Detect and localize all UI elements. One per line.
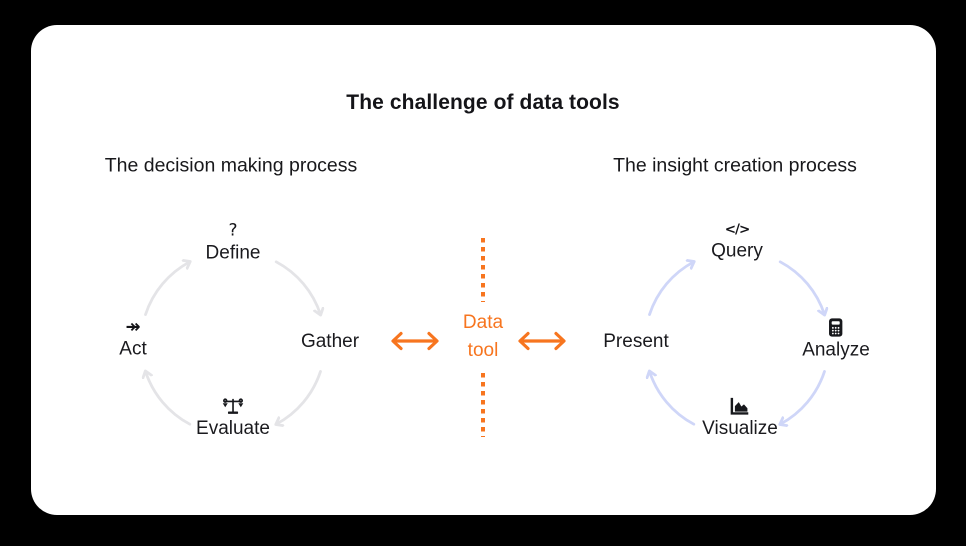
node-evaluate-label: Evaluate: [196, 418, 270, 439]
node-visualize: Visualize: [702, 397, 778, 441]
data-tool-line2: tool: [467, 340, 499, 361]
arrow-gather-to-evaluate: [276, 370, 322, 424]
arrow-evaluate-to-act: [146, 371, 192, 426]
arrow-act-to-define: [144, 262, 190, 316]
node-analyze: Analyze: [802, 318, 870, 363]
calculator-icon: [829, 318, 843, 337]
node-visualize-label: Visualize: [702, 418, 778, 439]
code-icon: </>: [724, 221, 751, 238]
node-gather: Gather: [301, 330, 359, 354]
page-title: The challenge of data tools: [346, 91, 620, 114]
double-arrow-icon: ↠: [125, 316, 141, 338]
node-analyze-label: Analyze: [802, 339, 870, 361]
arrow-define-to-gather: [274, 260, 320, 315]
arrow-visualize-to-present: [650, 371, 696, 426]
node-evaluate: Evaluate: [196, 397, 270, 441]
data-tool-label: Data tool: [448, 309, 518, 365]
node-act: ↠ Act: [119, 316, 147, 362]
node-gather-label: Gather: [300, 331, 360, 352]
dashed-divider-bottom: [481, 373, 485, 437]
scales-icon: [222, 398, 244, 414]
decision-cycle-arrows: [83, 213, 383, 473]
chart-icon: [731, 397, 749, 415]
node-act-label: Act: [119, 338, 147, 360]
right-bidirectional-arrow-icon: [518, 331, 566, 351]
right-process-heading: The insight creation process: [613, 154, 857, 177]
node-query-label: Query: [711, 240, 763, 262]
node-present-label: Present: [603, 331, 669, 352]
arrow-analyze-to-visualize: [780, 370, 826, 424]
insight-cycle-arrows: [587, 213, 887, 473]
left-process-heading: The decision making process: [104, 154, 358, 177]
question-mark-icon: ?: [228, 220, 238, 241]
node-define: ? Define: [206, 221, 261, 266]
left-bidirectional-arrow-icon: [391, 331, 439, 351]
node-query: </> Query: [711, 221, 763, 264]
arrow-query-to-analyze: [778, 260, 824, 315]
arrow-present-to-query: [648, 262, 694, 316]
node-define-label: Define: [205, 242, 261, 264]
dashed-divider-top: [481, 238, 485, 302]
node-present: Present: [603, 330, 668, 354]
data-tool-line1: Data: [462, 312, 504, 333]
